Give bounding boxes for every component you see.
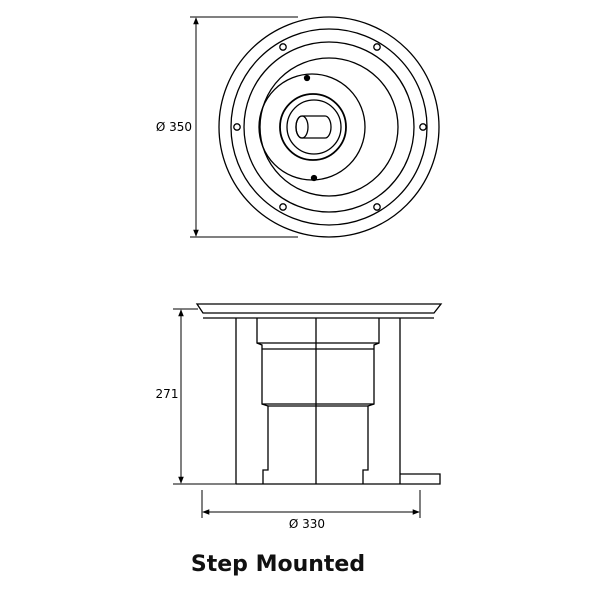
caption-container: Step Mounted [0, 552, 600, 577]
lens-ring [286, 99, 342, 155]
screw-icon [279, 203, 287, 211]
top-flange [195, 303, 443, 314]
outer-flange-ring [218, 16, 440, 238]
lamp-body-outer [258, 73, 366, 181]
width-label: Ø 330 [289, 517, 325, 531]
lamp-screws [303, 74, 318, 182]
screw-icon [373, 203, 381, 211]
screw-icon [310, 174, 318, 182]
housing-ring [243, 41, 415, 213]
screw-icon [419, 123, 427, 131]
screw-icon [303, 74, 311, 82]
lamp-body-inner [279, 93, 347, 161]
lamp-cylinder-end [295, 115, 309, 139]
caption-title: Step Mounted [190, 552, 366, 577]
top-view [190, 16, 440, 238]
lamp-recess-ring [259, 57, 399, 197]
flange-screws [233, 43, 427, 211]
flange-inner-ring [230, 28, 428, 226]
top-diameter-label: Ø 350 [156, 120, 192, 134]
side-view [173, 303, 443, 518]
cable-exit [400, 473, 441, 485]
screw-icon [279, 43, 287, 51]
height-label: 271 [156, 387, 179, 401]
screw-icon [373, 43, 381, 51]
screw-icon [233, 123, 241, 131]
lamp-cylinder [295, 115, 332, 139]
